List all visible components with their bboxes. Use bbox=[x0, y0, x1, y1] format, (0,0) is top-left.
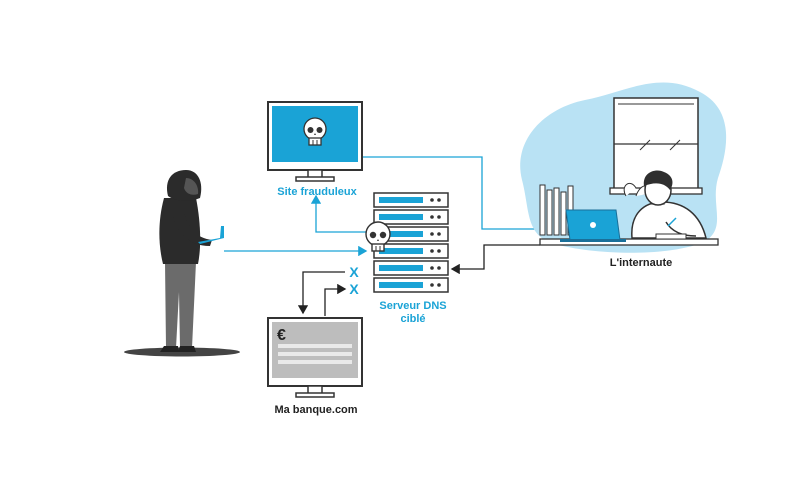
line-dns-to-fraud-site bbox=[310, 194, 372, 233]
bank-label: Ma banque.com bbox=[274, 404, 358, 416]
skull-icon bbox=[365, 221, 391, 252]
line-bank-to-dns bbox=[324, 283, 347, 316]
skull-icon bbox=[303, 117, 327, 146]
user-person bbox=[631, 170, 707, 240]
connection-lines bbox=[224, 156, 562, 316]
fraud-site-monitor bbox=[267, 101, 363, 182]
line-dns-to-bank bbox=[297, 271, 345, 315]
server-unit bbox=[373, 192, 449, 208]
dns-server-label-line2: ciblé bbox=[400, 313, 426, 325]
hacker-figure bbox=[124, 170, 240, 357]
line-user-to-dns bbox=[450, 244, 540, 275]
server-unit bbox=[373, 243, 449, 259]
server-unit bbox=[373, 209, 449, 225]
user-scene bbox=[520, 82, 727, 253]
blocked-x-mark: X bbox=[349, 264, 359, 280]
user-laptop bbox=[560, 209, 626, 242]
euro-icon: € bbox=[277, 327, 286, 344]
dns-server-label: Serveur DNS ciblé bbox=[368, 300, 458, 326]
server-unit bbox=[373, 260, 449, 276]
user-label: L'internaute bbox=[609, 257, 673, 269]
server-unit bbox=[373, 277, 449, 293]
line-fraud-site-to-user bbox=[362, 156, 562, 235]
window bbox=[609, 97, 703, 195]
fraud-site-label: Site frauduleux bbox=[277, 186, 357, 198]
dns-server-stack bbox=[365, 192, 449, 293]
blocked-x-mark: X bbox=[349, 281, 359, 297]
desk bbox=[539, 238, 719, 246]
server-unit bbox=[373, 226, 449, 242]
dns-server-label-line1: Serveur DNS bbox=[379, 300, 447, 312]
bank-monitor: € bbox=[267, 317, 363, 398]
